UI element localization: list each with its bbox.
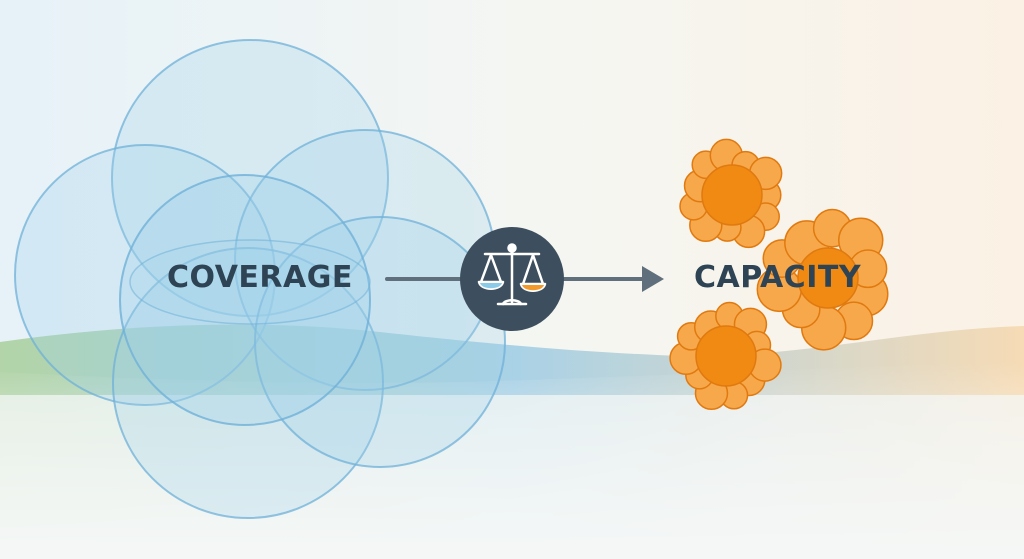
coverage-core-ellipse bbox=[129, 239, 371, 325]
balance-hub bbox=[460, 227, 564, 331]
ground-fade bbox=[0, 395, 1024, 559]
capacity-label: CAPACITY bbox=[694, 260, 862, 295]
coverage-circle-cluster bbox=[14, 39, 506, 519]
scale-right-pan bbox=[522, 285, 544, 291]
coverage-circle bbox=[119, 174, 371, 426]
capacity-core bbox=[695, 325, 757, 387]
coverage-circle bbox=[112, 247, 384, 519]
capacity-cluster bbox=[669, 138, 889, 411]
arrow-right-icon bbox=[560, 266, 664, 292]
scale-left-pan bbox=[480, 283, 502, 289]
coverage-label: COVERAGE bbox=[167, 260, 353, 295]
capacity-core bbox=[797, 247, 859, 309]
capacity-core bbox=[701, 164, 763, 226]
balance-scale-icon bbox=[477, 243, 547, 306]
